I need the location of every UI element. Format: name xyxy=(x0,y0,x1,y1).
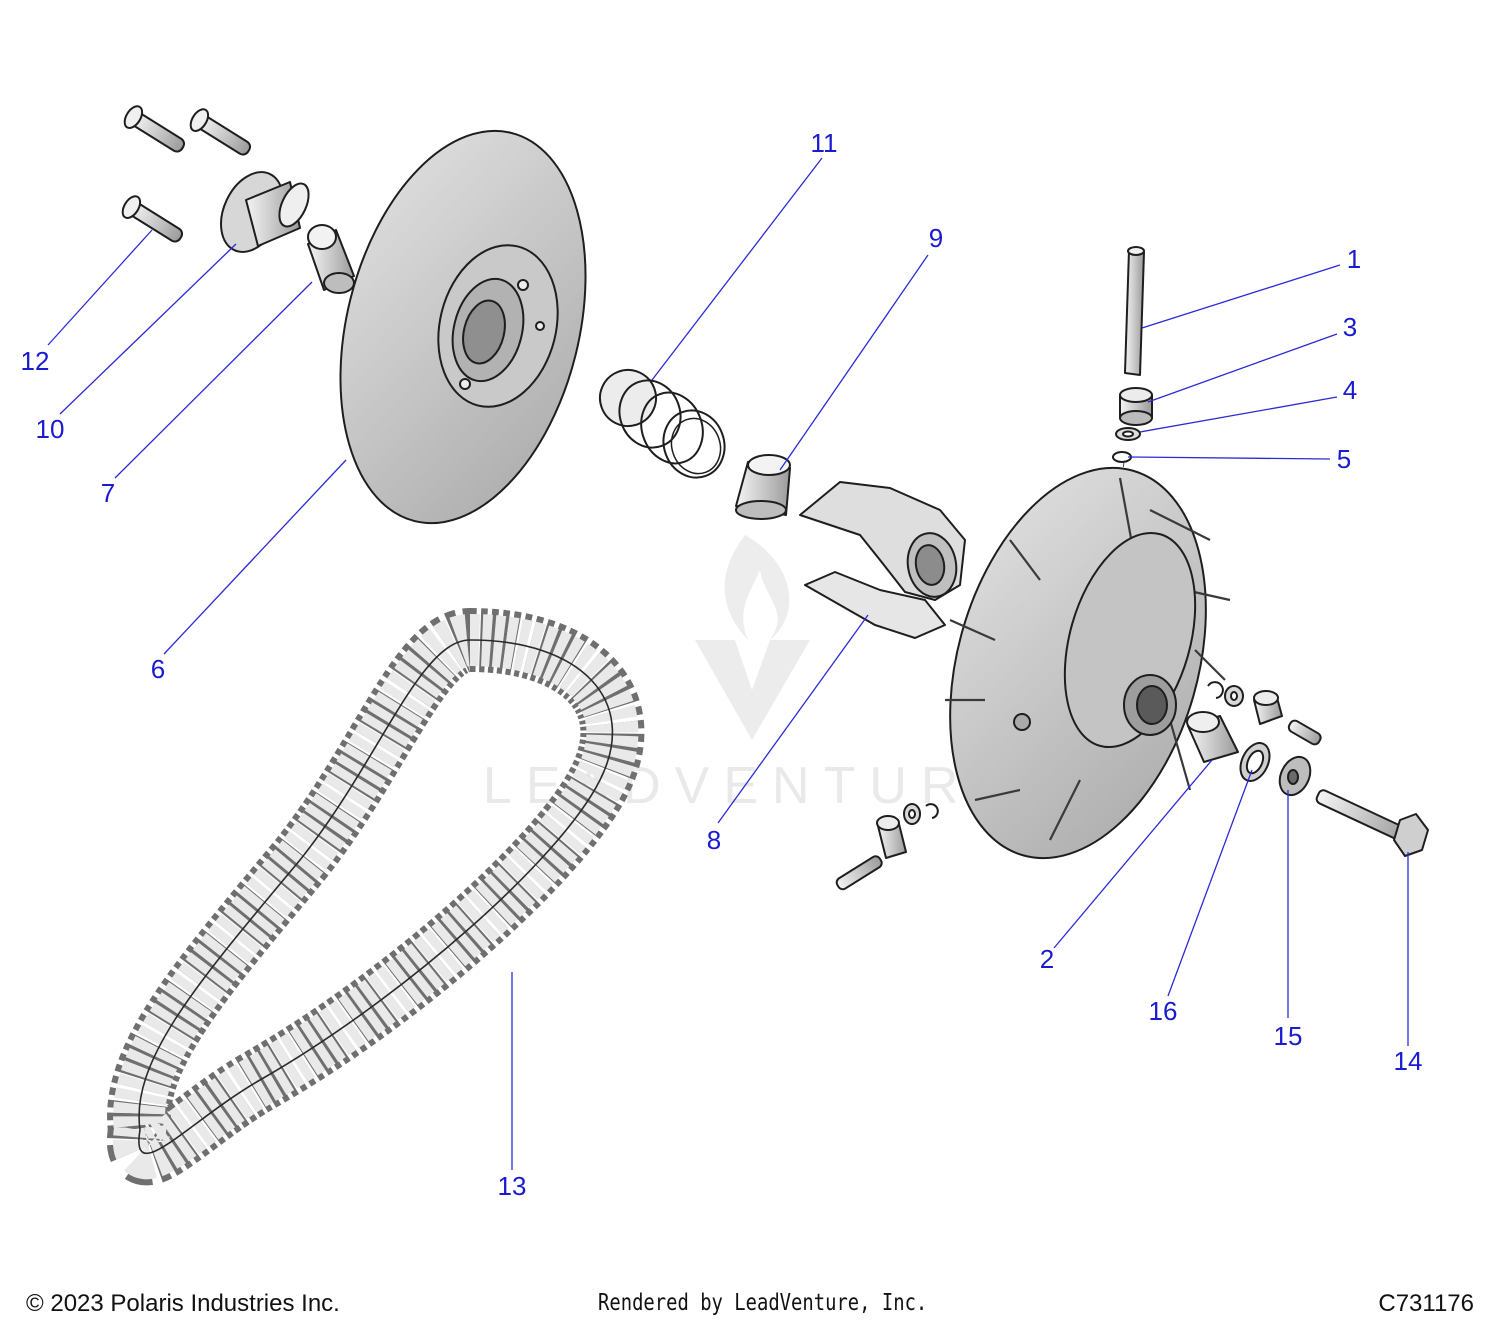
callout-9: 9 xyxy=(929,223,943,253)
callout-11: 11 xyxy=(811,128,838,158)
flat-washer-part xyxy=(1278,755,1312,797)
o-ring-part xyxy=(1239,742,1271,782)
roller-part xyxy=(1119,387,1153,426)
bolt-part xyxy=(1315,789,1429,857)
spider-bushing-part xyxy=(735,454,791,520)
leader-lines xyxy=(47,157,1409,1170)
hub-bushing-part xyxy=(1186,711,1239,763)
fixed-sheave-part xyxy=(945,466,1231,860)
callout-4: 4 xyxy=(1343,375,1357,405)
callout-12: 12 xyxy=(21,346,50,376)
callout-16: 16 xyxy=(1149,996,1178,1026)
flanged-bushing-part xyxy=(220,171,310,253)
callout-1: 1 xyxy=(1347,244,1361,274)
spider-part xyxy=(799,481,966,639)
callout-2: 2 xyxy=(1040,944,1054,974)
washer-part xyxy=(1115,427,1141,441)
callout-7: 7 xyxy=(101,478,115,508)
pin-part xyxy=(121,105,252,243)
roller-pin-part xyxy=(1124,246,1145,376)
figure-code: C731176 xyxy=(1378,1290,1474,1317)
copyright-text: © 2023 Polaris Industries Inc. xyxy=(26,1290,340,1317)
callout-13: 13 xyxy=(498,1171,527,1201)
sheave-part xyxy=(339,129,587,525)
callout-6: 6 xyxy=(151,654,165,684)
callout-3: 3 xyxy=(1343,312,1357,342)
callout-labels: 1 2 3 4 5 6 7 8 9 10 11 12 13 14 15 16 xyxy=(21,128,1423,1201)
lower-roller-assembly-part xyxy=(835,803,939,891)
hub-roller-assembly-part xyxy=(1207,681,1322,746)
spring-part xyxy=(599,369,726,479)
bushing-part xyxy=(307,224,355,294)
callout-14: 14 xyxy=(1394,1046,1423,1076)
drive-belt-part xyxy=(107,608,645,1186)
callout-5: 5 xyxy=(1337,444,1351,474)
rendered-by-text: Rendered by LeadVenture, Inc. xyxy=(598,1290,928,1316)
callout-10: 10 xyxy=(36,414,65,444)
callout-8: 8 xyxy=(707,825,721,855)
callout-15: 15 xyxy=(1274,1021,1303,1051)
